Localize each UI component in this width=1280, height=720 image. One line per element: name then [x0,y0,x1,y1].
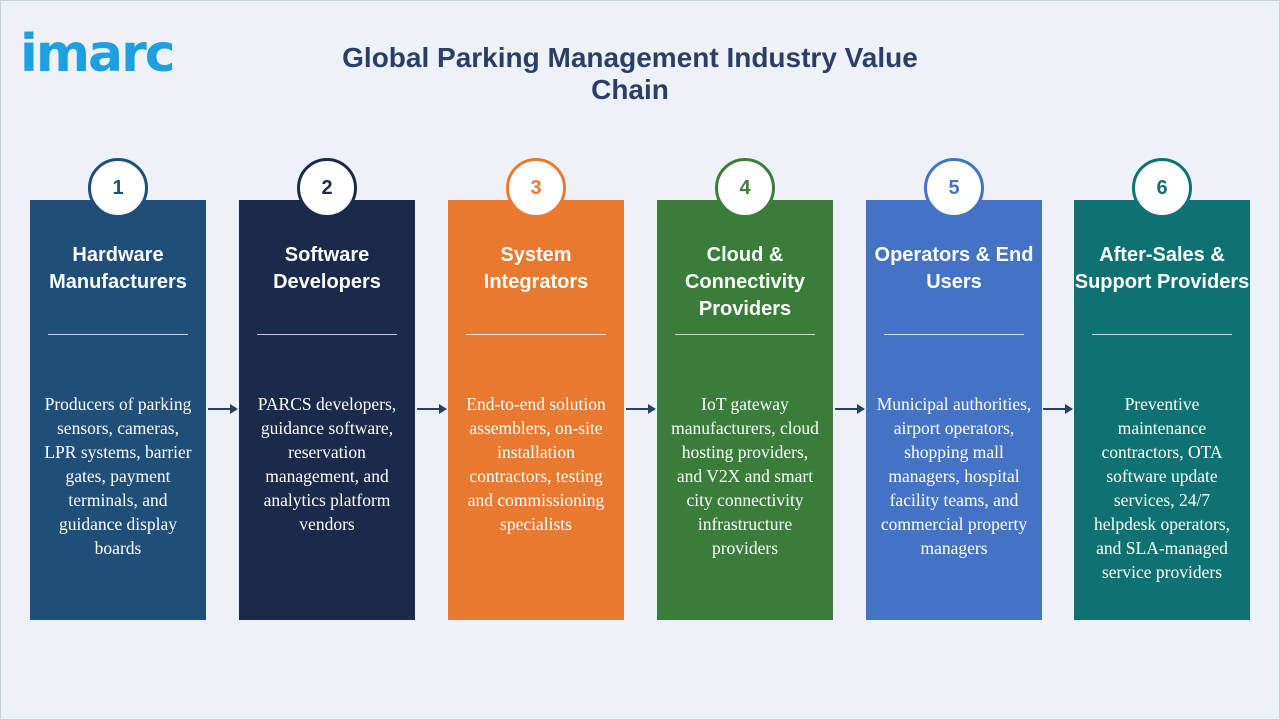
page-title: Global Parking Management Industry Value… [342,42,918,105]
stage-title: Cloud & Connectivity Providers [684,244,806,320]
stage-divider [466,334,606,335]
arrow-right-icon [208,404,238,414]
arrow-right-icon [1043,404,1073,414]
stage-number-badge: 1 [88,158,148,218]
stage-card-cloud-connectivity-providers: Cloud & Connectivity Providers IoT gatew… [657,200,833,620]
stage-card-system-integrators: System Integrators End-to-end solution a… [448,200,624,620]
stage-description: Municipal authorities, airport operators… [876,394,1032,558]
stage-divider [884,334,1024,335]
stage-number-badge: 6 [1132,158,1192,218]
stage-divider [257,334,397,335]
stage-card-hardware-manufacturers: Hardware Manufacturers Producers of park… [30,200,206,620]
stage-number-badge: 2 [297,158,357,218]
stage-title: Hardware Manufacturers [49,244,187,293]
stage-description: PARCS developers, guidance software, res… [257,394,397,534]
stage-card-operators-end-users: Operators & End Users Municipal authorit… [866,200,1042,620]
imarc-logo: imarc [20,24,176,84]
stage-divider [675,334,815,335]
stage-divider [48,334,188,335]
stage-title: Operators & End Users [874,244,1034,293]
stage-description: End-to-end solution assemblers, on-site … [466,394,606,534]
arrow-right-icon [417,404,447,414]
stage-card-after-sales-support-providers: After-Sales & Support Providers Preventi… [1074,200,1250,620]
stage-description: IoT gateway manufacturers, cloud hosting… [671,394,819,558]
arrow-right-icon [626,404,656,414]
stage-card-software-developers: Software Developers PARCS developers, gu… [239,200,415,620]
stage-description: Preventive maintenance contractors, OTA … [1093,394,1231,582]
arrow-right-icon [835,404,865,414]
stage-divider [1092,334,1232,335]
stage-title: Software Developers [273,244,381,293]
stage-number-badge: 5 [924,158,984,218]
stage-description: Producers of parking sensors, cameras, L… [44,394,192,558]
stage-title: System Integrators [483,244,589,293]
stage-number-badge: 3 [506,158,566,218]
stage-title: After-Sales & Support Providers [1074,244,1250,293]
stage-number-badge: 4 [715,158,775,218]
